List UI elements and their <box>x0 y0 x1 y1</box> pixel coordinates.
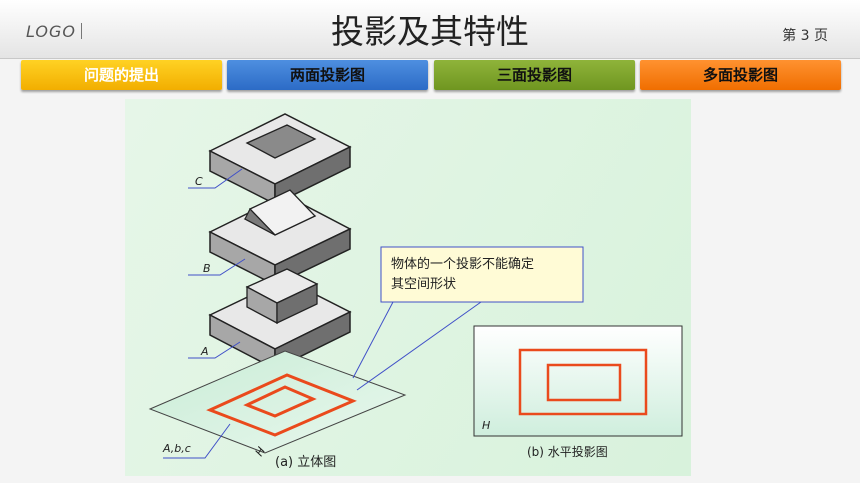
leader-lines <box>163 168 246 459</box>
logo: LOGO <box>26 22 77 41</box>
tab-bar: 问题的提出 两面投影图 三面投影图 多面投影图 <box>21 60 841 90</box>
h-proj-label: H <box>482 419 490 432</box>
label-b: B <box>203 262 211 275</box>
logo-divider <box>81 23 82 39</box>
label-c: C <box>195 175 203 188</box>
projection-figure: H C B A A,b,c 物体的一个投影不能确定 其空间形状 H (a) <box>125 99 691 476</box>
h-plane: H <box>148 350 407 459</box>
object-c <box>208 113 352 206</box>
tab-problem[interactable]: 问题的提出 <box>21 60 222 90</box>
tab-three-view[interactable]: 三面投影图 <box>434 60 635 90</box>
page-title: 投影及其特性 <box>331 12 529 51</box>
horizontal-projection: H <box>473 325 683 437</box>
object-b <box>208 189 352 287</box>
figure-svg: H C B A A,b,c 物体的一个投影不能确定 其空间形状 H (a) <box>148 113 683 470</box>
callout-line2: 其空间形状 <box>391 277 456 292</box>
label-a: A <box>200 345 209 358</box>
caption-b: (b) 水平投影图 <box>527 444 608 459</box>
tab-two-view[interactable]: 两面投影图 <box>227 60 428 90</box>
callout-line1: 物体的一个投影不能确定 <box>391 256 534 272</box>
header-bar: LOGO 投影及其特性 第 3 页 <box>0 0 860 59</box>
callout: 物体的一个投影不能确定 其空间形状 <box>352 246 584 391</box>
page-number: 第 3 页 <box>782 28 828 44</box>
tab-multi-view[interactable]: 多面投影图 <box>640 60 841 90</box>
caption-a: (a) 立体图 <box>275 455 336 470</box>
label-abc: A,b,c <box>162 442 191 455</box>
